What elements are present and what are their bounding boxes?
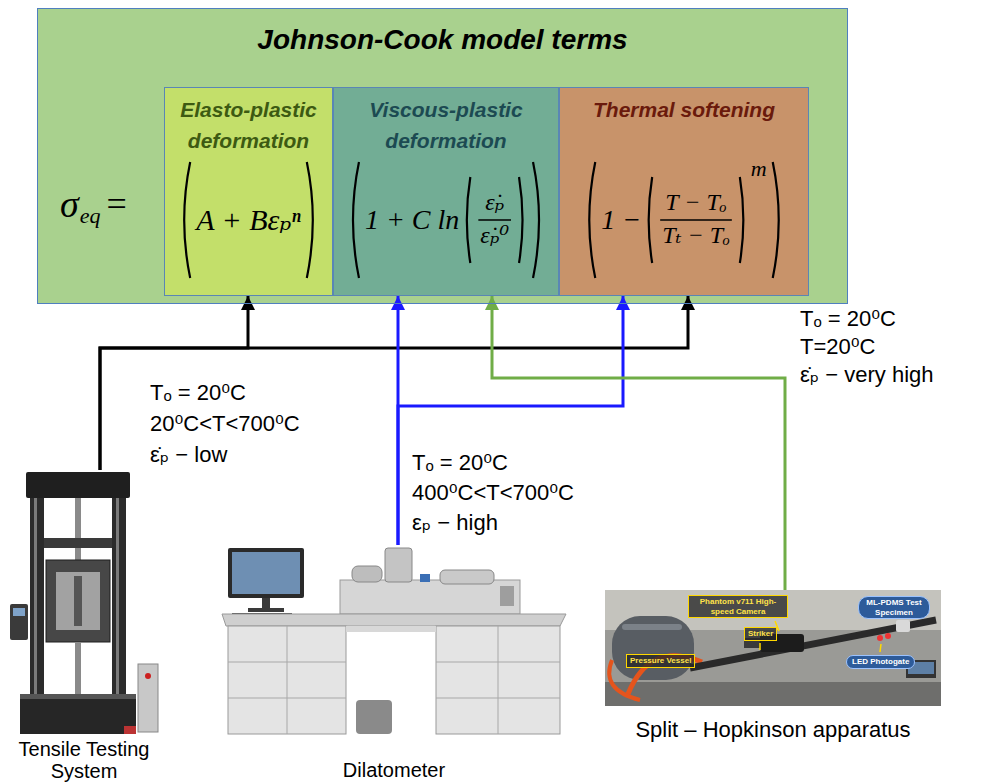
bracket xyxy=(773,162,779,278)
formula-term: T − Tₒ xyxy=(665,189,726,217)
model-panel: Johnson-Cook model termsElasto-plastic d… xyxy=(37,8,848,304)
condition-label: T=20⁰C xyxy=(800,334,875,359)
formula-term: ε̇ₚ⁰ xyxy=(480,222,509,250)
formula-term: 1 + C ln xyxy=(365,204,459,236)
equipment-caption: Dilatometer xyxy=(218,759,570,781)
term-heading: Viscous-plastic deformation xyxy=(334,94,558,156)
condition-label: ε̇ₚ − low xyxy=(150,442,227,467)
connector-arrow xyxy=(100,296,688,470)
fraction-bar xyxy=(478,219,511,221)
condition-label: Tₒ = 20⁰C xyxy=(800,306,896,331)
bracket xyxy=(467,177,471,263)
dilatometer-illustration xyxy=(222,548,566,734)
bracket xyxy=(519,177,523,263)
term-box: Elasto-plastic deformation A + Bεₚⁿ xyxy=(164,87,333,296)
formula-term: 1 − xyxy=(601,204,641,236)
term-heading: Thermal softening xyxy=(560,94,808,125)
condition-label: Tₒ = 20⁰C xyxy=(150,380,246,405)
condition-label: 20⁰C<T<700⁰C xyxy=(150,411,300,436)
panel-fill xyxy=(37,8,848,304)
equipment-figure: Tensile Testing System xyxy=(8,470,160,782)
connector-arrow xyxy=(492,296,785,590)
formula-term: ε̇ₚ xyxy=(485,189,504,217)
equipment-caption: Tensile Testing System xyxy=(8,738,160,782)
formula-term: m xyxy=(751,156,767,181)
term-box: Thermal softening 1 − T − Tₒ Tₜ − Tₒ m xyxy=(559,87,809,296)
photo-label: Striker xyxy=(744,627,777,641)
equipment-figure: Dilatometer xyxy=(218,545,570,781)
bracket xyxy=(533,162,539,278)
connector-arrow xyxy=(398,296,623,545)
hopkinson-photo-illustration xyxy=(605,590,941,706)
photo-label: Pressure Vessel xyxy=(626,654,695,668)
fraction-bar xyxy=(660,219,732,221)
bracket xyxy=(307,162,313,278)
connector-arrow xyxy=(100,296,248,470)
equation-symbol: eq xyxy=(80,203,101,228)
bracket xyxy=(589,162,595,278)
equipment-caption: Split – Hopkinson apparatus xyxy=(605,718,941,742)
photo-label: Phantom v711 High-speed Camera xyxy=(688,595,788,618)
photo-label: ML-PDMS Test Specimen xyxy=(858,596,930,619)
term-heading: Elasto-plastic deformation xyxy=(165,94,332,156)
photo-label: LED Photogate xyxy=(846,655,915,669)
panel-title: Johnson-Cook model terms xyxy=(38,23,847,57)
equation-symbol: σ xyxy=(60,183,79,227)
bracket xyxy=(353,162,359,278)
bracket xyxy=(184,162,190,278)
condition-label: Tₒ = 20⁰C xyxy=(412,450,508,475)
bracket xyxy=(649,177,653,263)
formula-term: Tₜ − Tₒ xyxy=(662,222,730,250)
tensile-machine-illustration xyxy=(10,472,158,734)
term-box: Viscous-plastic deformation 1 + C ln ε̇ₚ ε̇… xyxy=(333,87,559,296)
bracket xyxy=(740,177,744,263)
equation-symbol: = xyxy=(107,184,127,225)
condition-label: 400⁰C<T<700⁰C xyxy=(412,480,574,505)
condition-label: εₚ − high xyxy=(412,510,498,535)
formula-term: A + Bεₚⁿ xyxy=(196,203,301,238)
condition-label: ε̇ₚ − very high xyxy=(800,362,934,387)
